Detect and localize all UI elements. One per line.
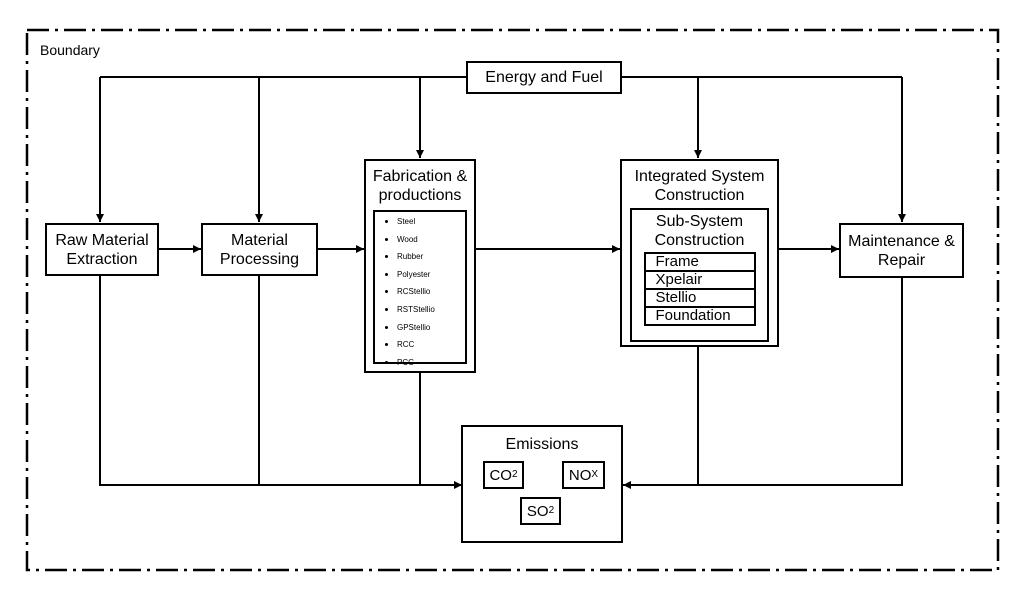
material-item: Rubber bbox=[375, 248, 465, 266]
raw-material-line-2: Extraction bbox=[66, 250, 138, 268]
nox-base: NO bbox=[568, 466, 592, 484]
raw-emission-line bbox=[99, 275, 462, 489]
material-item: Polyester bbox=[375, 266, 465, 284]
material-item: RCC bbox=[375, 336, 465, 354]
material-item: PCC bbox=[375, 354, 465, 372]
materials-list: Steel Wood Rubber Polyester RCStellio RS… bbox=[375, 213, 465, 371]
material-processing-line-1: Material bbox=[231, 231, 288, 249]
material-processing-line-2: Processing bbox=[219, 250, 300, 268]
maintenance-line-2: Repair bbox=[877, 251, 926, 269]
flow-lines bbox=[96, 76, 906, 489]
energy-fuel-label: Energy and Fuel bbox=[485, 69, 603, 86]
raw-material-line-1: Raw Material bbox=[55, 231, 149, 249]
component-stellio: Stellio bbox=[643, 288, 756, 308]
emissions-title: Emissions bbox=[505, 436, 579, 453]
sub-system-title-line-1: Sub-System bbox=[655, 213, 744, 230]
maintenance-repair-box: Maintenance & Repair bbox=[839, 223, 964, 278]
component-frame: Frame bbox=[643, 252, 756, 272]
material-processing-box: Material Processing bbox=[201, 223, 318, 276]
sub-system-box: Sub-System Construction Frame Xpelair St… bbox=[630, 208, 769, 342]
maintenance-emission-line bbox=[623, 277, 903, 489]
material-item: RCStellio bbox=[375, 283, 465, 301]
integrated-title-line-1: Integrated System bbox=[634, 168, 765, 185]
co2-base: CO bbox=[489, 466, 512, 484]
material-item: RSTStellio bbox=[375, 301, 465, 319]
integrated-system-box: Integrated System Construction Sub-Syste… bbox=[620, 159, 779, 347]
maintenance-line-1: Maintenance & bbox=[848, 232, 955, 250]
so2-base: SO bbox=[526, 502, 549, 520]
material-item: GPStellio bbox=[375, 319, 465, 337]
raw-material-extraction-box: Raw Material Extraction bbox=[45, 223, 159, 276]
materials-list-box: Steel Wood Rubber Polyester RCStellio RS… bbox=[373, 210, 467, 367]
boundary-label: Boundary bbox=[40, 42, 100, 58]
fabrication-title-line-1: Fabrication & bbox=[372, 168, 468, 185]
energy-fuel-box: Energy and Fuel bbox=[466, 61, 622, 94]
component-foundation: Foundation bbox=[643, 306, 756, 326]
integrated-title-line-2: Construction bbox=[654, 187, 745, 204]
system-boundary bbox=[25, 28, 1000, 572]
material-item: Steel bbox=[375, 213, 465, 231]
sub-system-title-line-2: Construction bbox=[654, 232, 745, 249]
fabrication-box: Fabrication & productions Steel Wood Rub… bbox=[364, 159, 476, 373]
material-item: Wood bbox=[375, 231, 465, 249]
component-xpelair: Xpelair bbox=[643, 270, 756, 290]
components-list: Frame Xpelair Stellio Foundation bbox=[643, 252, 756, 326]
fabrication-title-line-2: productions bbox=[378, 187, 462, 204]
